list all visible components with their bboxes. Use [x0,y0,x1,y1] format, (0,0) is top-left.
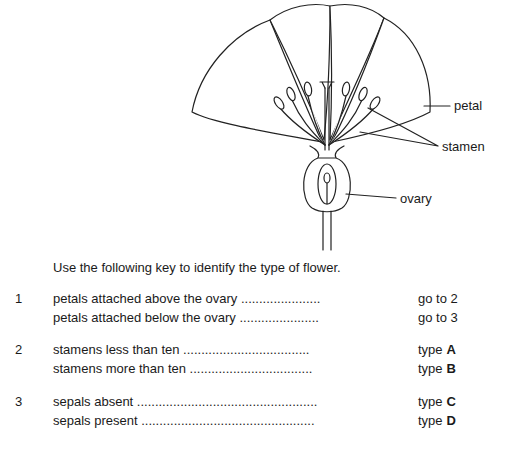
stem [323,211,331,250]
stigma [320,82,334,88]
key-text: type [418,394,443,409]
key-text: stamens less than ten ..................… [53,342,309,357]
receptacle [310,146,344,158]
key-text: 3 [15,394,22,409]
key-text: 2 [15,342,22,357]
key-text: go to 3 [418,310,458,325]
key-text: C [447,394,456,409]
ovary-wall [304,158,351,212]
key-text: sepals present .........................… [53,413,315,428]
petal-outline [270,5,330,140]
key-text: 1 [15,291,22,306]
stamen-group [272,81,382,145]
key-text: type [418,342,443,357]
instruction-text: Use the following key to identify the ty… [53,260,341,275]
key-text: A [447,342,456,357]
ovule [326,182,327,204]
key-text: go to 2 [418,291,458,306]
key-text: sepals absent ..........................… [53,394,317,409]
ovule [324,173,330,183]
leader-line [424,105,450,106]
key-text: B [447,361,456,376]
key-text: petals attached above the ovary ........… [53,291,320,306]
key-text: stamens more than ten ..................… [53,361,312,376]
style [325,88,329,150]
key-text: type [418,413,443,428]
part-label: ovary [400,191,432,206]
key-text: D [447,413,456,428]
part-label: petal [454,98,482,113]
part-label: stamen [442,139,485,154]
leader-line [346,194,396,198]
key-text: type [418,361,443,376]
leader-line [360,108,438,146]
key-text: petals attached below the ovary ........… [53,310,319,325]
ovule-chamber [318,164,336,204]
